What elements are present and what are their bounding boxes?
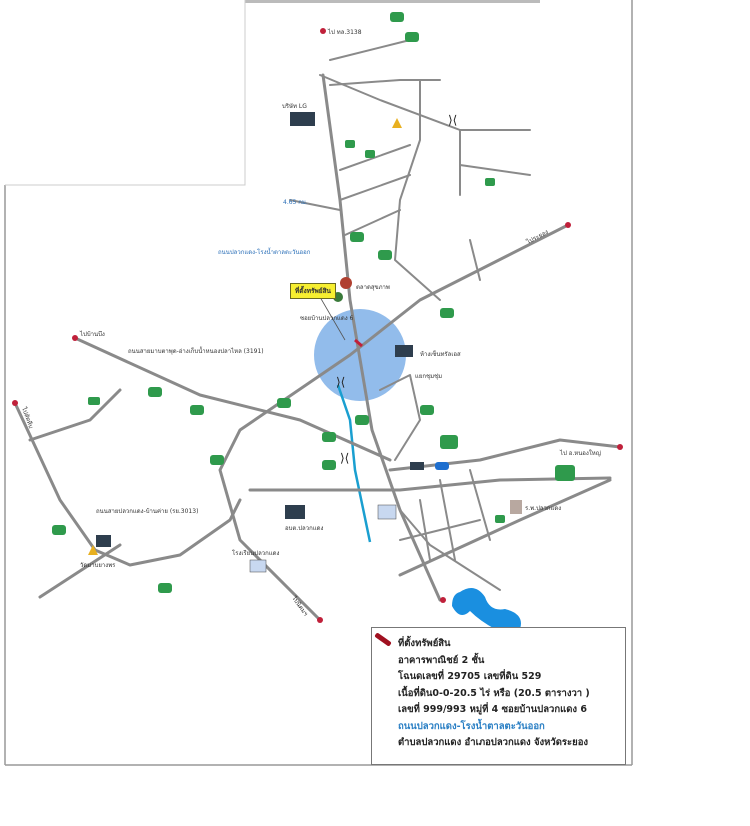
legend-district: ตำบลปลวกแดง อำเภอปลวกแดง จังหวัดระยอง [398, 737, 589, 748]
site-marker [354, 338, 363, 348]
school-building-icon [249, 559, 267, 573]
legend-road: ถนนปลวกแดง-โรงน้ำตาลตะวันออก [398, 720, 545, 732]
legend-box: ที่ตั้งทรัพย์สิน อาคารพาณิชย์ 2 ชั้น โฉน… [371, 627, 626, 765]
site-label: ที่ตั้งทรัพย์สิน [290, 283, 336, 299]
roads [13, 39, 622, 622]
label-pluak-daeng-road: ถนนปลวกแดง-โรงน้ำตาลตะวันออก [218, 246, 311, 256]
label-district: อบต.ปลวกแดง [285, 525, 323, 532]
map-labels: ไป ทล.3138 บริษัท LG ตลาดสุขภาพ ถนนปลวกแ… [20, 28, 601, 617]
site-marker-icon [374, 632, 392, 647]
legend-deed: โฉนดเลขที่ 29705 เลขที่ดิน 529 [398, 671, 542, 682]
label-soi6: ซอยบ้านปลวกแดง 6 [300, 315, 354, 322]
label-to-east: ไป อ.หนองใหญ่ [559, 449, 601, 457]
label-north-road: ไป ทล.3138 [327, 28, 362, 36]
legend-title: ที่ตั้งทรัพย์สิน [398, 638, 451, 649]
bridge-icon: ⟩⟨ [448, 113, 457, 127]
legend-area: เนื้อที่ดิน0-0-20.5 ไร่ หรือ (20.5 ตาราง… [398, 687, 590, 699]
label-hospital: ร.พ.ปลวกแดง [525, 505, 561, 512]
canal [336, 384, 372, 543]
bridge-icon: ⟩⟨ [340, 451, 349, 465]
label-distance: 4.65 กม. [283, 199, 308, 206]
inset-border [5, 0, 246, 186]
market-icon [340, 277, 352, 289]
water-supply-icon [435, 462, 449, 470]
label-route-3013: ถนนสายปลวกแดง-บ้านค่าย (รย.3013) [96, 508, 198, 515]
bridge-icon: ⟩⟨ [336, 375, 345, 389]
temple-icon [88, 545, 98, 555]
hospital-icon [510, 500, 522, 514]
building-icons [96, 112, 424, 547]
road-end-markers [12, 28, 623, 623]
school-icons [52, 12, 575, 593]
label-market: ตลาดสุขภาพ [356, 284, 390, 291]
label-school: โรงเรียนปลวกแดง [232, 549, 280, 557]
school-building-icon [377, 504, 397, 520]
site-leader-line [319, 296, 346, 341]
temple-icon [392, 118, 402, 128]
legend-building-type: อาคารพาณิชย์ 2 ชั้น [398, 654, 485, 666]
lake [452, 588, 521, 635]
label-intersection: แยกชุมชุ่ม [415, 373, 442, 380]
legend-address: เลขที่ 999/993 หมู่ที่ 4 ซอยบ้านปลวกแดง … [398, 704, 587, 715]
label-lg-company: บริษัท LG [282, 103, 307, 110]
label-to-chonburi: ไปบ้านบึง [79, 330, 105, 338]
label-temple: วัดมาบยางพร [80, 562, 116, 569]
top-bar [245, 0, 540, 3]
label-route-3191: ถนนสายมาบตาพุด-อ่างเก็บน้ำหนองปลาไหล (31… [128, 345, 264, 355]
label-mall: ห้างเซ็นทรัลเอส [420, 349, 461, 358]
